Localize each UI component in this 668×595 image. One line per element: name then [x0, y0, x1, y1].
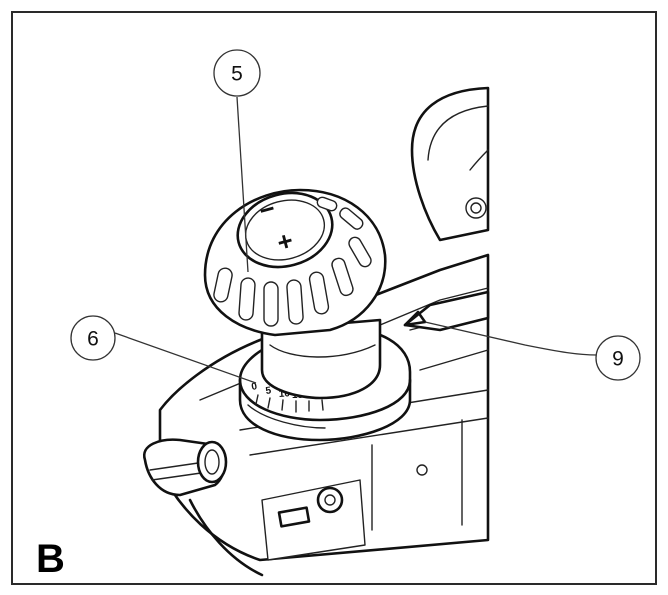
panel-letter: B: [36, 537, 65, 581]
callout-9: 9: [424, 321, 641, 381]
callout-5: 5: [213, 49, 261, 273]
knob-stem: [260, 318, 382, 400]
callout-6: 6: [70, 315, 257, 384]
callout-5-label: 5: [231, 63, 243, 86]
knob-minus-symbol: −: [256, 193, 278, 226]
scale-mark-5: 5: [265, 385, 272, 397]
callout-9-label: 9: [612, 348, 624, 371]
callout-6-label: 6: [87, 328, 99, 351]
side-lock-knob: [142, 438, 228, 497]
scale-mark-0: 0: [251, 381, 259, 393]
knob-plus-symbol: +: [274, 225, 296, 258]
figure-frame: [11, 11, 657, 585]
knob-cap: [236, 191, 334, 269]
depth-adjustment-knob: − +: [203, 188, 387, 337]
knob-grip-ribs: [213, 196, 372, 327]
depth-pointer: [403, 290, 490, 332]
scale-mark-10: 10: [278, 388, 290, 400]
